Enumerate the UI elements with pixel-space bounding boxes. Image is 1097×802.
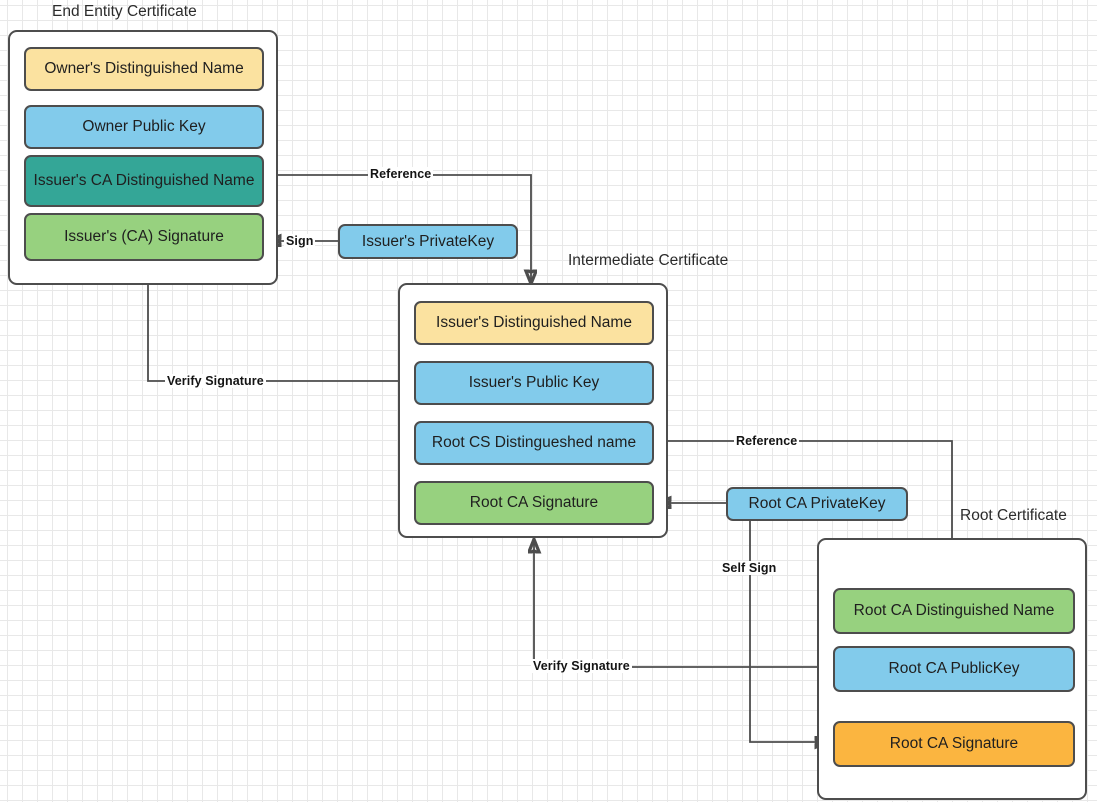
field-issuer-public-key[interactable]: Issuer's Public Key bbox=[414, 361, 654, 405]
field-root-ca-publickey[interactable]: Root CA PublicKey bbox=[833, 646, 1075, 692]
edge-label-verify-signature-bottom: Verify Signature bbox=[531, 659, 632, 673]
field-intermediate-root-ca-signature[interactable]: Root CA Signature bbox=[414, 481, 654, 525]
wire-verify-signature-bottom bbox=[534, 540, 832, 668]
edge-label-self-sign: Self Sign bbox=[720, 561, 779, 575]
field-root-ca-distinguished-name[interactable]: Root CA Distinguished Name bbox=[833, 588, 1075, 634]
key-root-ca-privatekey[interactable]: Root CA PrivateKey bbox=[726, 487, 908, 521]
field-issuer-ca-signature[interactable]: Issuer's (CA) Signature bbox=[24, 213, 264, 261]
edge-label-reference-top: Reference bbox=[368, 167, 434, 181]
root-certificate-box: Root CA Distinguished Name Root CA Publi… bbox=[817, 538, 1087, 800]
field-owner-public-key[interactable]: Owner Public Key bbox=[24, 105, 264, 149]
end-entity-certificate-box: Owner's Distinguished Name Owner Public … bbox=[8, 30, 278, 285]
field-owner-distinguished-name[interactable]: Owner's Distinguished Name bbox=[24, 47, 264, 91]
field-root-ca-signature[interactable]: Root CA Signature bbox=[833, 721, 1075, 767]
root-certificate-title: Root Certificate bbox=[960, 507, 1067, 524]
intermediate-certificate-title: Intermediate Certificate bbox=[568, 252, 729, 269]
edge-label-reference-bottom: Reference bbox=[734, 434, 800, 448]
key-issuers-privatekey[interactable]: Issuer's PrivateKey bbox=[338, 224, 518, 259]
field-issuer-distinguished-name[interactable]: Issuer's Distinguished Name bbox=[414, 301, 654, 345]
field-issuer-ca-distinguished-name[interactable]: Issuer's CA Distinguished Name bbox=[24, 155, 264, 207]
edge-label-verify-signature-top: Verify Signature bbox=[165, 374, 266, 388]
intermediate-certificate-box: Issuer's Distinguished Name Issuer's Pub… bbox=[398, 283, 668, 538]
field-root-cs-distingueshed-name[interactable]: Root CS Distingueshed name bbox=[414, 421, 654, 465]
edge-label-sign: Sign bbox=[284, 234, 316, 248]
end-entity-certificate-title: End Entity Certificate bbox=[52, 3, 197, 20]
